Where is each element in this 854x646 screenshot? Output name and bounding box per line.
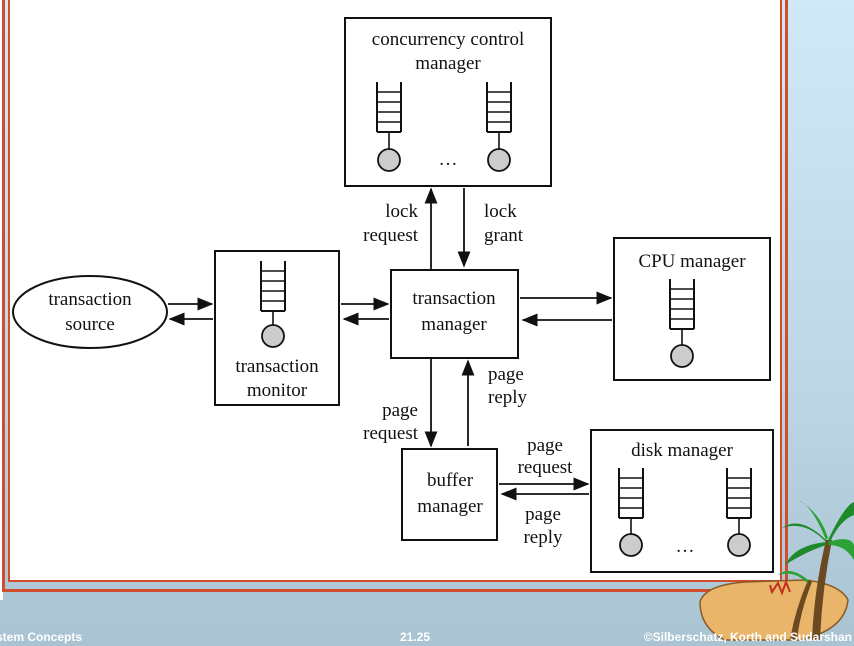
disk-manager-label: disk manager	[631, 440, 734, 461]
disk-ellipsis: …	[676, 536, 695, 557]
page-reply-bottom-label-line2: reply	[523, 527, 563, 548]
queue-icon	[669, 279, 695, 368]
queue-icon	[726, 468, 752, 557]
buffer-manager-label-line1: buffer	[427, 470, 474, 491]
queue-icon	[376, 82, 402, 172]
transaction-manager-label-line1: transaction	[412, 288, 496, 309]
page-reply-top-label-line2: reply	[488, 387, 528, 408]
page-request-right-label-line2: request	[518, 457, 574, 478]
transaction-manager-label-line2: manager	[421, 314, 487, 335]
cpu-manager-label: CPU manager	[638, 251, 746, 272]
page-request-left-label-line1: page	[382, 400, 418, 421]
concurrency-label-line1: concurrency control	[372, 29, 524, 50]
footer-course-title: stem Concepts	[0, 630, 83, 644]
queue-icon	[260, 261, 286, 348]
disk-manager-box: disk manager …	[590, 429, 774, 573]
queue-icon	[618, 468, 644, 557]
footer-copyright: ©Silberschatz, Korth and Sudarshan	[643, 630, 852, 644]
palm-island-icon	[699, 500, 854, 641]
buffer-manager-label-line2: manager	[417, 496, 483, 517]
queue-icon	[486, 82, 512, 172]
left-edge-strip	[0, 0, 3, 600]
page-request-right-label-line1: page	[527, 435, 563, 456]
concurrency-control-manager-box: concurrency control manager …	[344, 17, 552, 187]
lock-grant-label-line2: grant	[484, 225, 524, 246]
lock-grant-label-line1: lock	[484, 201, 517, 222]
slide-frame-outer	[2, 0, 788, 592]
concurrency-ellipsis: …	[439, 149, 458, 170]
footer-slide-number: 21.25	[400, 630, 431, 644]
transaction-monitor-box: transaction monitor	[214, 250, 340, 406]
cpu-manager-box: CPU manager	[613, 237, 771, 381]
lock-request-label-line2: request	[363, 225, 419, 246]
page-reply-bottom-label-line1: page	[525, 504, 561, 525]
lock-request-label-line1: lock	[385, 201, 418, 222]
buffer-manager-box: buffer manager	[401, 448, 498, 541]
transaction-monitor-label-line2: monitor	[247, 380, 308, 401]
transaction-source-label-line2: source	[65, 314, 115, 335]
transaction-source-label-line1: transaction	[48, 289, 132, 310]
transaction-manager-box: transaction manager	[390, 269, 519, 359]
concurrency-label-line2: manager	[415, 53, 481, 74]
page-request-left-label-line2: request	[363, 423, 419, 444]
page-reply-top-label-line1: page	[488, 364, 524, 385]
transaction-source-node: transaction source	[12, 275, 168, 349]
transaction-monitor-label-line1: transaction	[235, 356, 319, 377]
